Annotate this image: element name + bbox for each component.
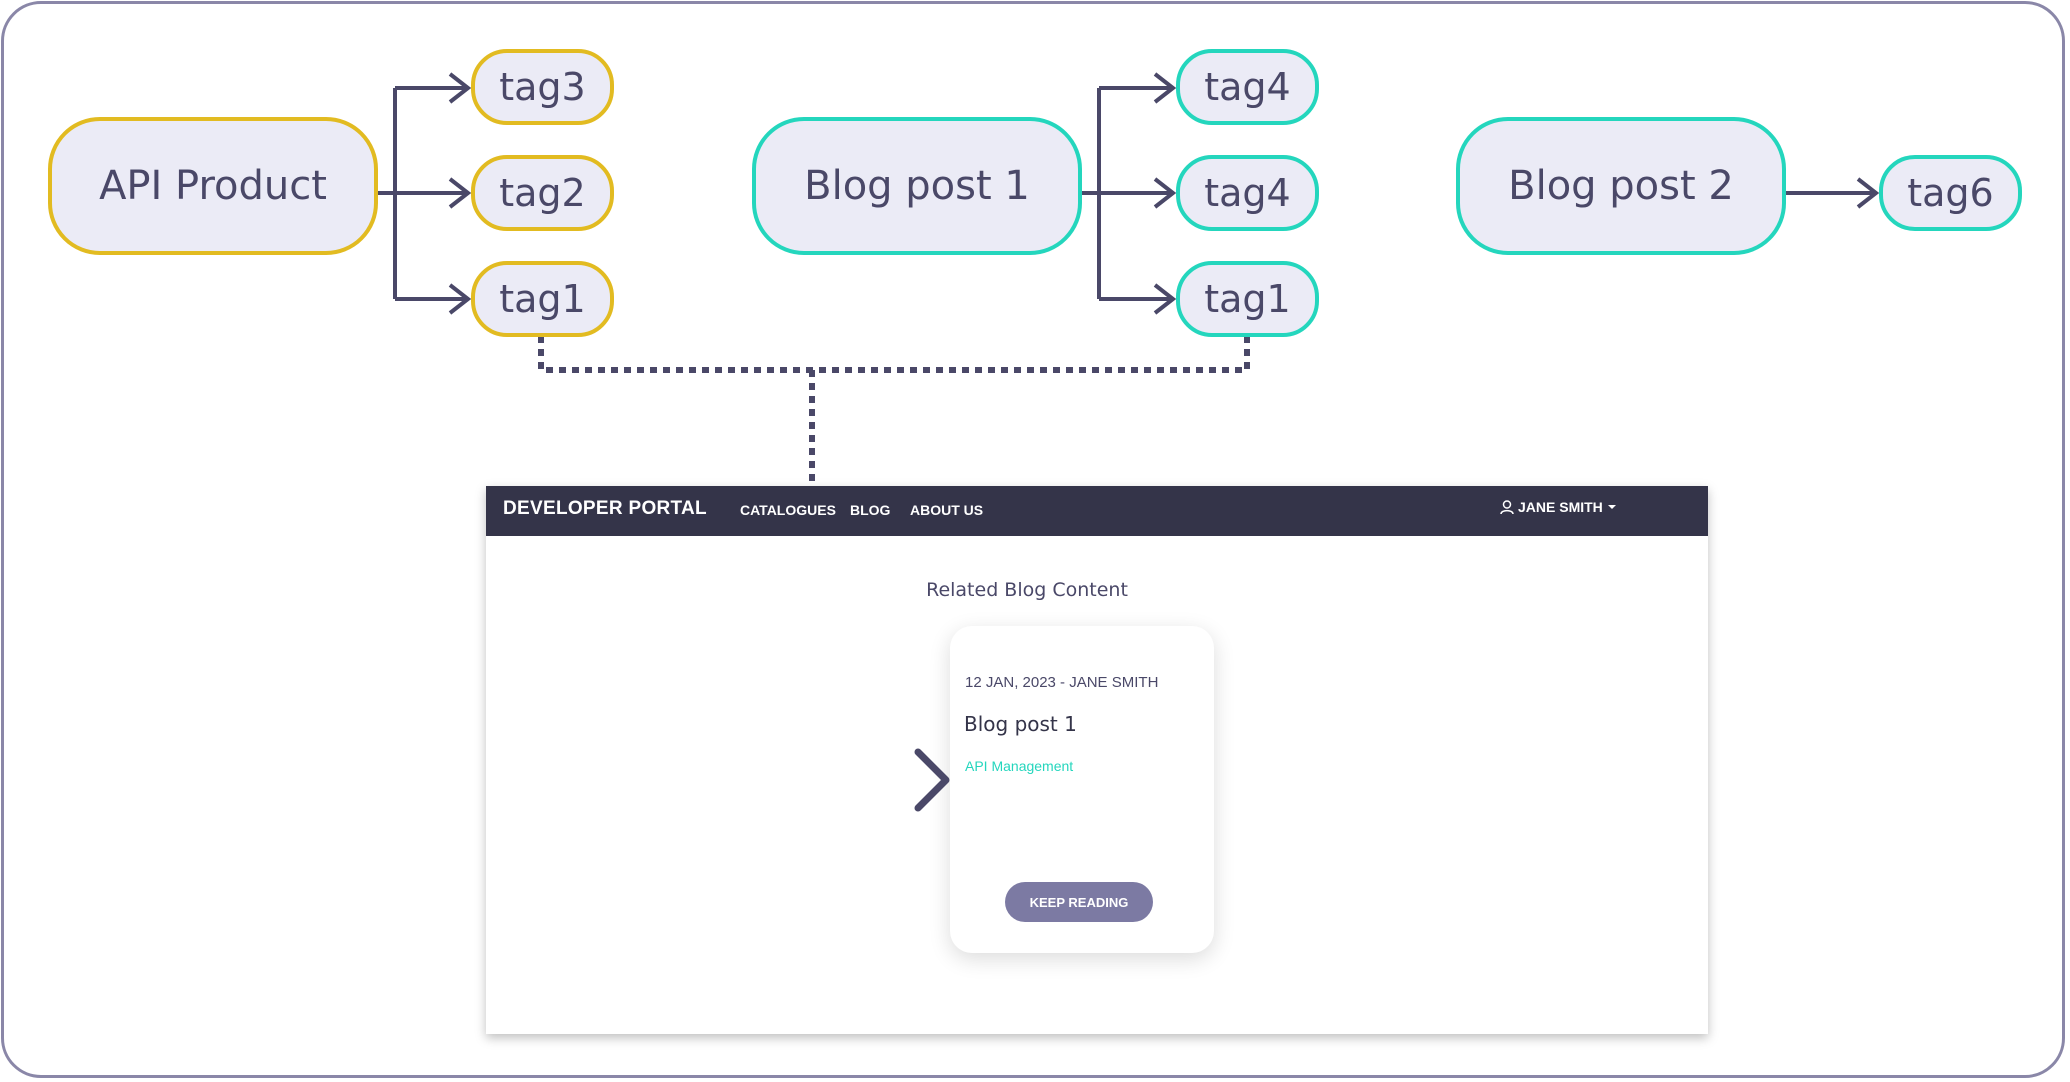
keep-reading-button[interactable]: KEEP READING	[1005, 882, 1153, 922]
arrowhead-api-tag1	[448, 283, 472, 315]
blog-post-1-node: Blog post 1	[752, 117, 1082, 255]
section-title: Related Blog Content	[926, 579, 1128, 601]
arrowhead-blog1-tag1	[1153, 283, 1177, 315]
developer-portal-screenshot: DEVELOPER PORTAL CATALOGUES BLOG ABOUT U…	[486, 486, 1708, 1034]
tag-label: tag3	[499, 65, 586, 109]
arrowhead-api-tag3	[448, 72, 472, 104]
tag-label: tag1	[1204, 277, 1291, 321]
caret-down-icon	[1607, 505, 1616, 509]
nav-link-catalogues[interactable]: CATALOGUES	[740, 502, 836, 518]
tag-node: tag6	[1879, 155, 2022, 231]
blog-post-2-label: Blog post 2	[1508, 163, 1734, 209]
tag-label: tag2	[499, 171, 586, 215]
tag-label: tag6	[1907, 171, 1994, 215]
blog-post-2-node: Blog post 2	[1456, 117, 1786, 255]
tag-node: tag2	[471, 155, 614, 231]
arrowhead-blog2-tag6	[1856, 177, 1880, 209]
user-menu[interactable]: JANE SMITH	[1500, 499, 1617, 515]
arrowhead-blog1-tag4a	[1153, 72, 1177, 104]
nav-link-blog[interactable]: BLOG	[850, 502, 891, 518]
api-product-node: API Product	[48, 117, 378, 255]
arrowhead-blog1-tag4b	[1153, 177, 1177, 209]
portal-brand[interactable]: DEVELOPER PORTAL	[503, 498, 707, 519]
card-meta: 12 JAN, 2023 - JANE SMITH	[965, 674, 1159, 691]
tag-label: tag1	[499, 277, 586, 321]
connector-blog-post-1	[1082, 86, 1173, 301]
portal-navbar: DEVELOPER PORTAL CATALOGUES BLOG ABOUT U…	[486, 486, 1708, 536]
tag-node: tag1	[471, 261, 614, 337]
tag-label: tag4	[1204, 65, 1291, 109]
card-title[interactable]: Blog post 1	[964, 712, 1077, 736]
tag-node: tag4	[1176, 49, 1319, 125]
tag-node: tag3	[471, 49, 614, 125]
arrowhead-api-tag2	[448, 177, 472, 209]
blog-post-1-label: Blog post 1	[804, 163, 1030, 209]
blog-card: 12 JAN, 2023 - JANE SMITH Blog post 1 AP…	[950, 626, 1214, 953]
arrowhead-card	[914, 748, 950, 812]
user-name: JANE SMITH	[1518, 499, 1603, 515]
nav-link-about-us[interactable]: ABOUT US	[910, 502, 984, 518]
tag-node: tag1	[1176, 261, 1319, 337]
card-category-link[interactable]: API Management	[965, 758, 1074, 774]
tag-label: tag4	[1204, 171, 1291, 215]
connector-api-product	[378, 86, 468, 301]
api-product-label: API Product	[99, 163, 327, 209]
dotted-link-tag1	[538, 336, 1250, 373]
user-icon	[1500, 499, 1514, 514]
tag-node: tag4	[1176, 155, 1319, 231]
